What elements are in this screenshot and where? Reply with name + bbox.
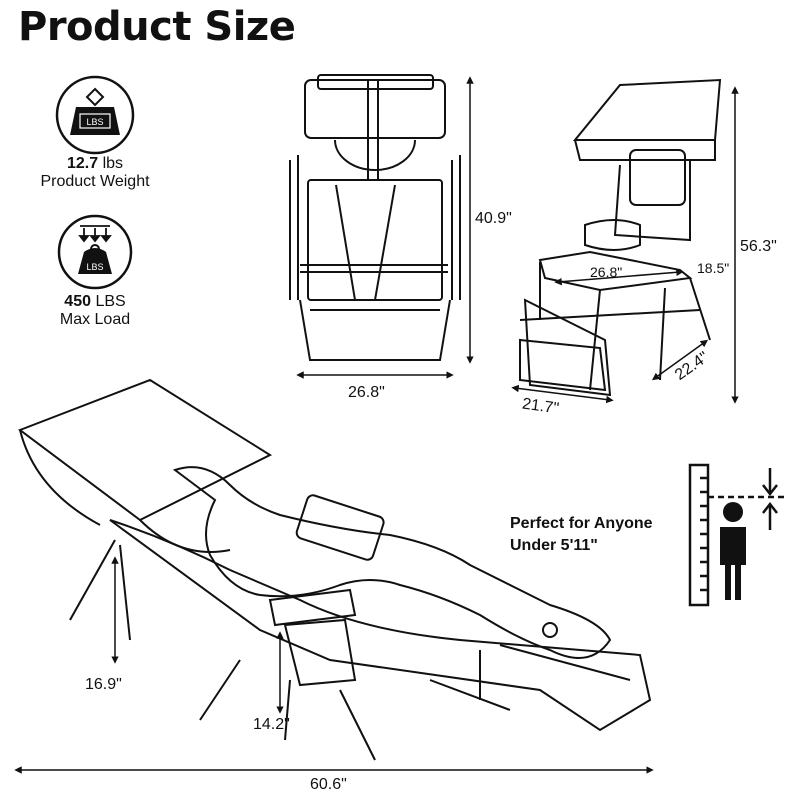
front-width-label: 26.8": [348, 384, 385, 401]
weight-scale-icon: LBS: [55, 75, 135, 155]
weight-unit: lbs: [102, 155, 124, 172]
leg-height-label: 14.2": [253, 716, 290, 733]
height-ruler-icon: [688, 463, 785, 607]
page-title: Product Size: [18, 4, 296, 50]
load-icon-text: LBS: [86, 262, 103, 272]
angled-view-chair: [519, 78, 722, 397]
dimension-lines: [14, 76, 739, 774]
weight-icon-text: LBS: [86, 117, 103, 127]
max-load-icon: LBS: [57, 214, 133, 290]
angled-width-label: 26.8": [590, 264, 623, 280]
person-silhouette-icon: [720, 502, 746, 600]
seat-height-label: 16.9": [85, 676, 122, 693]
front-height-label: 40.9": [475, 210, 512, 227]
load-unit: LBS: [95, 293, 126, 310]
load-label: Max Load: [59, 311, 131, 328]
weight-value: 12.7: [66, 155, 99, 172]
arm-height-label: 18.5": [697, 260, 730, 276]
load-value: 450: [64, 293, 91, 310]
height-note: Perfect for Anyone Under 5'11": [510, 513, 653, 557]
height-note-line1: Perfect for Anyone: [510, 515, 653, 532]
front-view-chair: [289, 74, 461, 361]
product-weight-spec: 12.7 lbs Product Weight: [20, 155, 170, 191]
weight-label: Product Weight: [40, 173, 150, 190]
height-note-line2: Under 5'11": [510, 537, 598, 554]
angled-height-label: 56.3": [740, 238, 777, 255]
total-length-label: 60.6": [310, 776, 347, 793]
reclined-lounge-chair: [17, 378, 652, 761]
max-load-spec: 450 LBS Max Load: [20, 293, 170, 329]
